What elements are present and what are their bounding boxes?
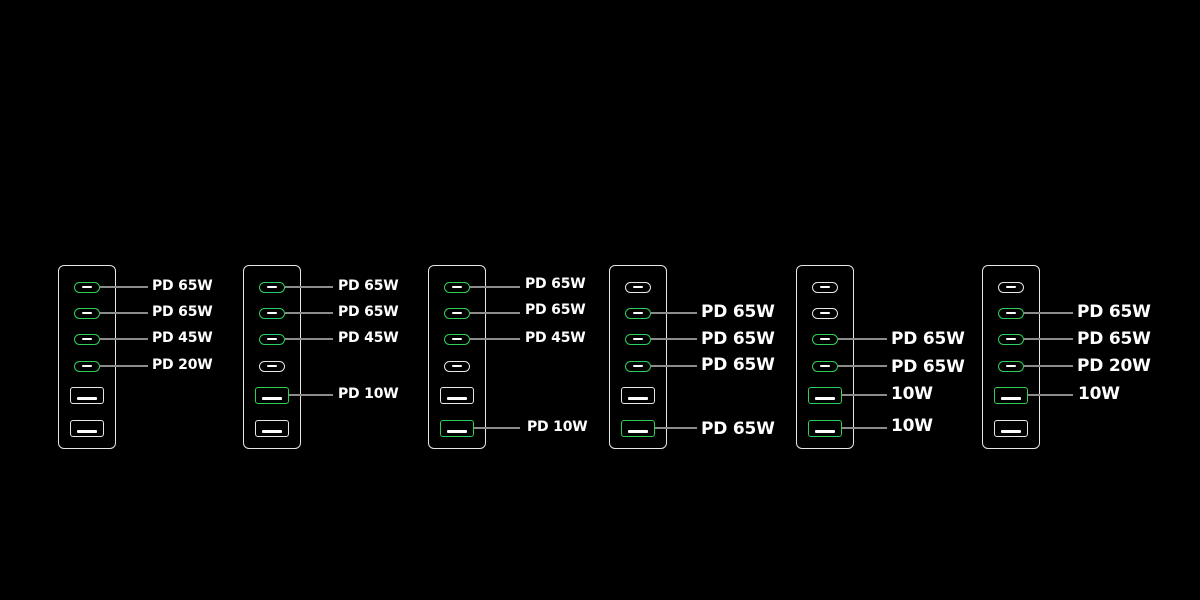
charger-body-5 (796, 265, 854, 449)
usb-c-port-icon (625, 333, 651, 345)
usb-a-port-icon (70, 419, 104, 437)
leader-line (100, 312, 148, 314)
leader-line (470, 286, 520, 288)
usb-c-port-icon (444, 307, 470, 319)
leader-line (651, 312, 697, 314)
leader-line (285, 312, 333, 314)
leader-line (842, 394, 887, 396)
usb-c-port-icon (444, 360, 470, 372)
leader-line (1028, 394, 1073, 396)
port-power-label: PD 45W (338, 330, 399, 346)
usb-a-port-icon (621, 419, 655, 437)
port-power-label: PD 65W (701, 301, 775, 322)
usb-c-port-icon (74, 360, 100, 372)
usb-c-port-icon (998, 281, 1024, 293)
usb-a-port-icon (808, 419, 842, 437)
port-power-label: PD 65W (701, 418, 775, 439)
port-power-label: PD 65W (701, 328, 775, 349)
usb-c-port-icon (625, 360, 651, 372)
usb-c-port-icon (74, 333, 100, 345)
charger-body-3 (428, 265, 486, 449)
usb-c-port-icon (812, 281, 838, 293)
usb-a-port-icon (255, 419, 289, 437)
usb-c-port-icon (812, 333, 838, 345)
port-power-label: PD 65W (1077, 301, 1151, 322)
usb-c-port-icon (259, 333, 285, 345)
usb-c-port-icon (812, 307, 838, 319)
usb-c-port-icon (259, 307, 285, 319)
leader-line (842, 427, 887, 429)
usb-a-port-icon (621, 386, 655, 404)
usb-a-port-icon (440, 419, 474, 437)
port-power-label: PD 10W (527, 419, 588, 435)
port-power-label: PD 10W (338, 386, 399, 402)
leader-line (474, 427, 520, 429)
leader-line (655, 427, 697, 429)
port-power-label: 10W (891, 383, 933, 404)
leader-line (285, 338, 333, 340)
leader-line (1024, 338, 1073, 340)
leader-line (470, 312, 520, 314)
usb-c-port-icon (74, 307, 100, 319)
usb-c-port-icon (259, 360, 285, 372)
port-power-label: PD 20W (152, 357, 213, 373)
leader-line (100, 338, 148, 340)
leader-line (651, 338, 697, 340)
usb-c-port-icon (444, 281, 470, 293)
usb-c-port-icon (625, 307, 651, 319)
port-power-label: PD 45W (525, 330, 586, 346)
port-power-label: PD 65W (152, 304, 213, 320)
port-power-label: PD 65W (1077, 328, 1151, 349)
charger-body-6 (982, 265, 1040, 449)
leader-line (1024, 365, 1073, 367)
port-power-label: PD 65W (152, 278, 213, 294)
port-power-label: PD 65W (891, 356, 965, 377)
port-power-label: PD 45W (152, 330, 213, 346)
usb-c-port-icon (812, 360, 838, 372)
usb-c-port-icon (998, 360, 1024, 372)
usb-a-port-icon (440, 386, 474, 404)
usb-c-port-icon (625, 281, 651, 293)
charger-body-4 (609, 265, 667, 449)
usb-a-port-icon (994, 419, 1028, 437)
port-power-label: PD 65W (338, 304, 399, 320)
leader-line (285, 286, 333, 288)
port-power-label: PD 65W (525, 276, 586, 292)
port-power-label: PD 65W (891, 328, 965, 349)
usb-c-port-icon (998, 307, 1024, 319)
usb-a-port-icon (994, 386, 1028, 404)
port-power-label: 10W (891, 415, 933, 436)
port-power-label: PD 65W (338, 278, 399, 294)
usb-a-port-icon (255, 386, 289, 404)
port-power-label: PD 65W (701, 354, 775, 375)
usb-c-port-icon (74, 281, 100, 293)
leader-line (838, 338, 887, 340)
leader-line (289, 394, 333, 396)
usb-c-port-icon (259, 281, 285, 293)
port-power-label: 10W (1078, 383, 1120, 404)
charger-body-1 (58, 265, 116, 449)
leader-line (1024, 312, 1073, 314)
usb-a-port-icon (70, 386, 104, 404)
leader-line (838, 365, 887, 367)
leader-line (651, 365, 697, 367)
usb-a-port-icon (808, 386, 842, 404)
usb-c-port-icon (998, 333, 1024, 345)
port-power-label: PD 65W (525, 302, 586, 318)
port-power-label: PD 20W (1077, 355, 1151, 376)
usb-c-port-icon (444, 333, 470, 345)
leader-line (100, 286, 148, 288)
leader-line (100, 365, 148, 367)
charger-body-2 (243, 265, 301, 449)
leader-line (470, 338, 520, 340)
